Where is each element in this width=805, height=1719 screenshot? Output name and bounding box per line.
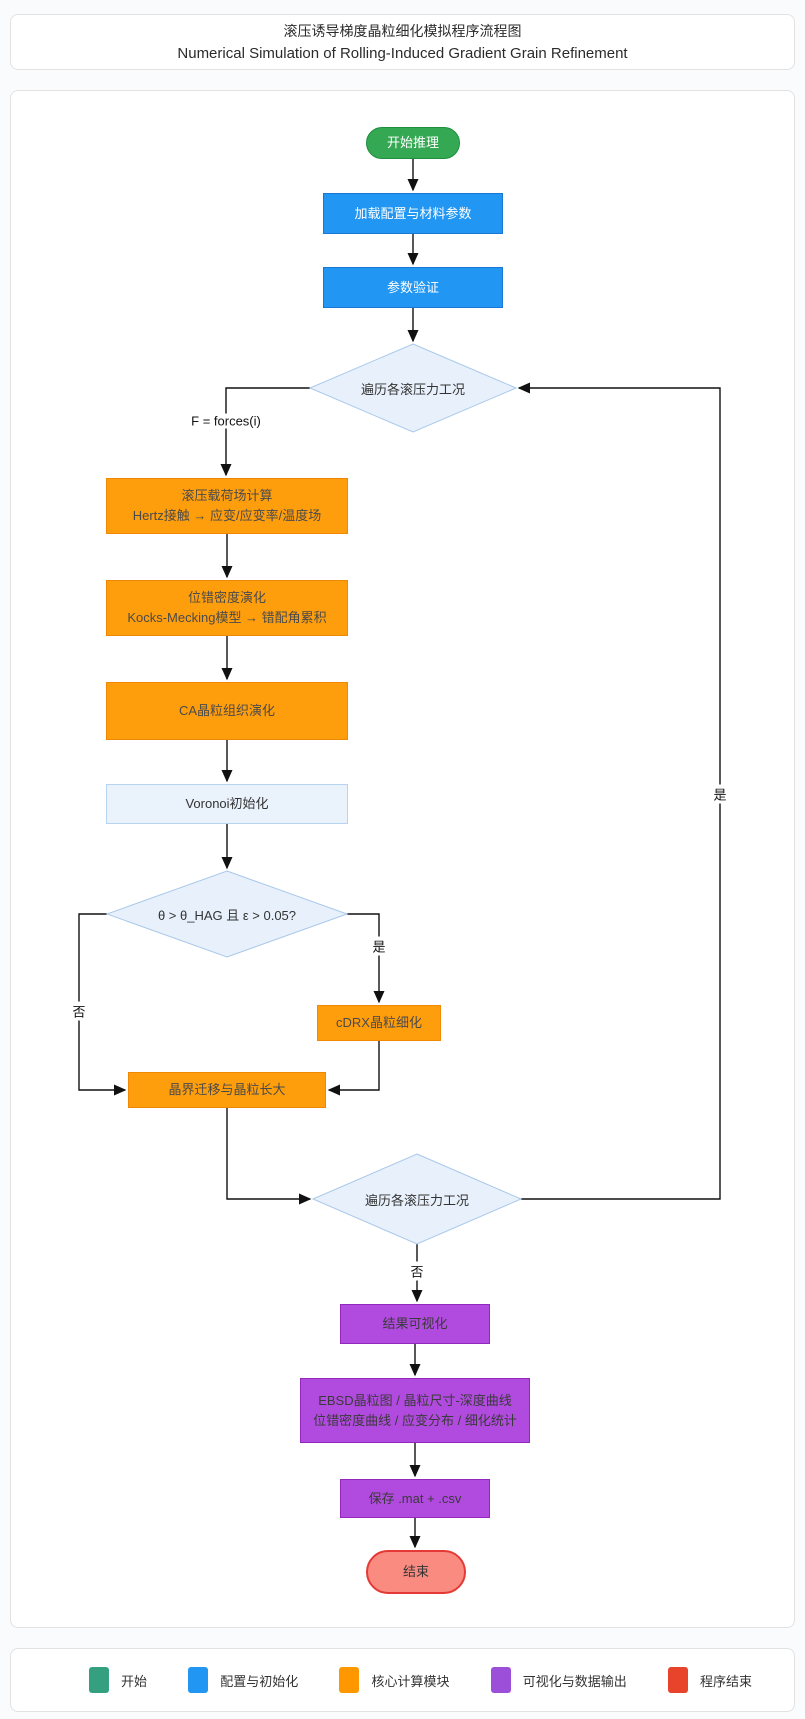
edge-boundary-loopbottom	[226, 1108, 312, 1205]
node-condition-label: θ > θ_HAG 且 ε > 0.05?	[157, 907, 297, 923]
node-boundary-label: 晶界迁移与晶粒长大	[168, 1082, 286, 1097]
node-start-label: 开始推理	[386, 135, 439, 150]
edge-label-forces: F = forces(i)	[189, 413, 263, 429]
node-outputs-line2: 位错密度曲线 / 应变分布 / 细化统计	[313, 1412, 517, 1428]
edge-label-yes-cdrx: 是	[370, 936, 388, 956]
node-outputs-line1: EBSD晶粒图 / 晶粒尺寸-深度曲线	[318, 1392, 512, 1408]
decision-diamonds	[105, 343, 523, 1245]
node-cdrx: cDRX晶粒细化	[317, 1005, 441, 1041]
node-dislocation-line2: Kocks-Mecking模型 → 错配角累积	[127, 610, 327, 625]
node-visualization-label: 结果可视化	[382, 1316, 448, 1331]
legend-label-output: 可视化与数据输出	[522, 1673, 627, 1689]
diamond-loop-top	[308, 343, 518, 433]
node-ca-evolution-label: CA晶粒组织演化	[178, 703, 276, 718]
node-loop-top-label: 遍历各滚压力工况	[360, 381, 465, 397]
node-boundary: 晶界迁移与晶粒长大	[128, 1072, 326, 1108]
legend-swatch-output	[490, 1667, 511, 1693]
node-load-config: 加载配置与材料参数	[323, 193, 503, 234]
edge-looptop-loadfield	[220, 387, 310, 477]
diamond-loop-bottom	[311, 1153, 523, 1245]
node-voronoi-label: Voronoi初始化	[185, 796, 269, 811]
diamond-condition	[105, 870, 349, 958]
legend-swatch-core	[339, 1667, 360, 1693]
edge-condition-cdrx-yes	[347, 913, 385, 1004]
legend-swatch-start	[89, 1667, 109, 1693]
node-load-field-line1: 滚压载荷场计算	[181, 488, 273, 503]
node-param-validate: 参数验证	[323, 267, 503, 308]
node-ca-evolution: CA晶粒组织演化	[106, 682, 348, 740]
node-dislocation: 位错密度演化 Kocks-Mecking模型 → 错配角累积	[106, 580, 348, 636]
node-load-config-label: 加载配置与材料参数	[354, 205, 472, 221]
flowchart-canvas: 开始推理 加载配置与材料参数 参数验证 遍历各滚压力工况 滚压载荷场计算 Her…	[10, 90, 795, 1628]
edge-cdrx-boundary	[327, 1041, 380, 1096]
title-card: 滚压诱导梯度晶粒细化模拟程序流程图 Numerical Simulation o…	[10, 14, 795, 70]
legend-label-start: 开始	[121, 1673, 148, 1689]
node-load-field: 滚压载荷场计算 Hertz接触 → 应变/应变率/温度场	[106, 478, 348, 534]
legend-label-config: 配置与初始化	[220, 1673, 299, 1689]
legend-label-end: 程序结束	[699, 1673, 752, 1689]
legend-swatch-config	[188, 1667, 209, 1693]
node-end: 结束	[366, 1550, 466, 1594]
node-save: 保存 .mat + .csv	[340, 1479, 490, 1518]
node-outputs: EBSD晶粒图 / 晶粒尺寸-深度曲线 位错密度曲线 / 应变分布 / 细化统计	[300, 1378, 530, 1443]
node-voronoi: Voronoi初始化	[106, 784, 348, 824]
legend-item-config: 配置与初始化	[188, 1667, 298, 1693]
page-title-zh: 滚压诱导梯度晶粒细化模拟程序流程图	[283, 22, 522, 39]
legend: 开始 配置与初始化 核心计算模块 可视化与数据输出 程序结束	[10, 1648, 795, 1712]
node-loop-bottom-label: 遍历各滚压力工况	[364, 1192, 469, 1208]
node-load-field-line2: Hertz接触 → 应变/应变率/温度场	[132, 508, 322, 523]
node-dislocation-line1: 位错密度演化	[187, 590, 266, 605]
legend-label-core: 核心计算模块	[371, 1673, 450, 1689]
node-cdrx-label: cDRX晶粒细化	[336, 1015, 422, 1030]
legend-item-end: 程序结束	[667, 1667, 752, 1693]
legend-swatch-end	[667, 1667, 688, 1693]
legend-item-start: 开始	[89, 1667, 147, 1693]
edge-loopbottom-looptop-yes	[517, 382, 721, 1200]
node-save-label: 保存 .mat + .csv	[368, 1490, 462, 1506]
edge-label-no-loop: 否	[408, 1261, 426, 1281]
page-title-en: Numerical Simulation of Rolling-Induced …	[177, 44, 628, 62]
node-end-label: 结束	[402, 1564, 429, 1579]
node-param-validate-label: 参数验证	[386, 279, 439, 295]
legend-item-core: 核心计算模块	[339, 1667, 449, 1693]
edge-label-no-condition: 否	[70, 1001, 88, 1021]
node-start: 开始推理	[366, 127, 460, 159]
legend-item-output: 可视化与数据输出	[490, 1667, 627, 1693]
node-visualization: 结果可视化	[340, 1304, 490, 1344]
edge-label-yes-loop: 是	[711, 784, 729, 804]
